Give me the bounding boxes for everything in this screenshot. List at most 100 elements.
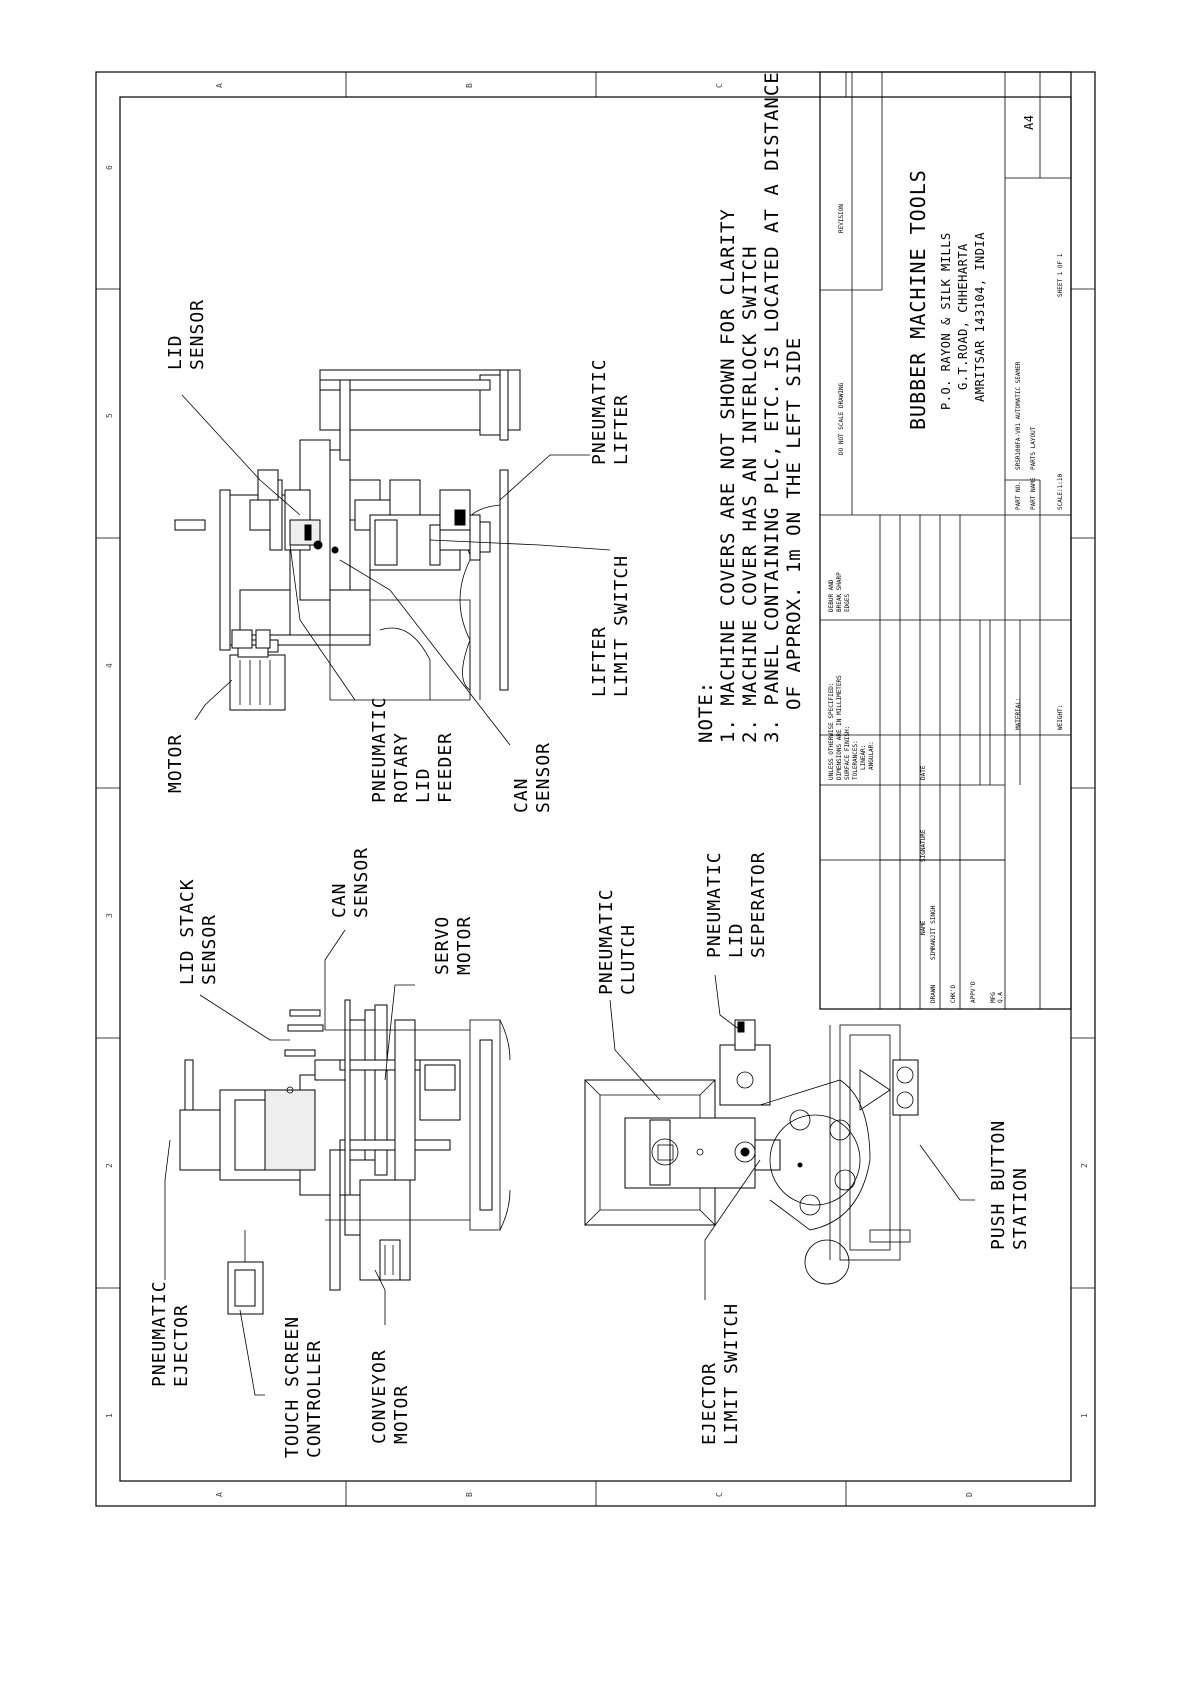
label-ejector-limit-switch: EJECTOR LIMIT SWITCH	[699, 1303, 742, 1445]
svg-text:PNEUMATIC: PNEUMATIC	[704, 851, 725, 958]
sheet-label: SHEET 1 OF 1	[1057, 253, 1064, 297]
zone-letter-c-bottom: C	[715, 1492, 724, 1497]
tolerance-text-6: ANGULAR:	[868, 741, 875, 770]
svg-text:STATION: STATION	[1010, 1167, 1031, 1250]
svg-text:MOTOR: MOTOR	[391, 1385, 412, 1444]
label-pneumatic-clutch: PNEUMATIC CLUTCH	[596, 888, 639, 995]
tolerance-text-4: TOLERANCES:	[852, 740, 859, 780]
svg-text:LIMIT SWITCH: LIMIT SWITCH	[611, 555, 632, 697]
svg-text:LIFTER: LIFTER	[589, 626, 610, 697]
svg-text:SEPERATOR: SEPERATOR	[748, 851, 769, 958]
col-header-signature: SIGNATURE	[920, 829, 927, 862]
col-header-name: NAME	[920, 920, 927, 935]
tolerance-text-5: LINEAR:	[860, 745, 867, 770]
svg-text:PUSH BUTTON: PUSH BUTTON	[988, 1120, 1009, 1250]
svg-text:SENSOR: SENSOR	[187, 299, 208, 370]
zone-number-5: 5	[105, 413, 114, 418]
svg-text:CAN: CAN	[511, 777, 532, 813]
svg-text:CAN: CAN	[329, 882, 350, 918]
zone-letter-d-bottom: D	[965, 1492, 974, 1497]
svg-text:CONTROLLER: CONTROLLER	[304, 1340, 325, 1458]
part-name-value: PARTS LAYOUT	[1030, 426, 1037, 470]
note-line-3: 3. PANEL CONTAINING PLC, ETC. IS LOCATED…	[761, 71, 783, 743]
sheet-size: A4	[1022, 115, 1036, 130]
company-name: BUBBER MACHINE TOOLS	[906, 169, 930, 430]
zone-number-2: 2	[105, 1163, 114, 1168]
label-can-sensor-front: CAN SENSOR	[329, 847, 372, 918]
finish-text-2: BREAK SHARP	[836, 572, 843, 612]
zone-letter-a-top: A	[215, 83, 224, 88]
zone-letter-b-bottom: B	[465, 1492, 474, 1497]
drawn-by: SIMRANJIT SINGH	[930, 905, 937, 960]
label-lid-sensor: LID SENSOR	[165, 299, 208, 370]
label-touch-screen-controller: TOUCH SCREEN CONTROLLER	[282, 1316, 325, 1458]
weight-label: WEIGHT:	[1057, 705, 1064, 730]
svg-text:MOTOR: MOTOR	[165, 734, 186, 793]
note-line-4: OF APPROX. 1m ON THE LEFT SIDE	[783, 337, 805, 710]
svg-text:CLUTCH: CLUTCH	[618, 924, 639, 995]
svg-text:LID: LID	[165, 334, 186, 370]
svg-text:SERVO: SERVO	[432, 916, 453, 975]
svg-text:EJECTOR: EJECTOR	[171, 1304, 192, 1387]
tolerance-text-2: DIMENSIONS ARE IN MILLIMETERS	[836, 675, 843, 780]
finish-text-1: DEBUR AND	[828, 579, 835, 612]
col-header-date: DATE	[920, 765, 927, 780]
row-mfg: MFG	[990, 992, 997, 1003]
svg-text:PNEUMATIC: PNEUMATIC	[369, 696, 390, 803]
row-approved: APPV'D	[970, 981, 977, 1003]
svg-text:EJECTOR: EJECTOR	[699, 1362, 720, 1445]
row-qa: Q.A	[997, 992, 1004, 1003]
zone-letter-b-top: B	[465, 83, 474, 88]
company-address-1: P.O. RAYON & SILK MILLS	[939, 232, 953, 410]
zone-markers: A B C A B C D 6 5 4 3 2 1 2 1	[96, 72, 1095, 1506]
label-conveyor-motor: CONVEYOR MOTOR	[369, 1349, 412, 1444]
do-not-scale-label: DO NOT SCALE DRAWING	[838, 382, 845, 455]
svg-text:PNEUMATIC: PNEUMATIC	[589, 358, 610, 465]
svg-text:TOUCH SCREEN: TOUCH SCREEN	[282, 1316, 303, 1458]
label-can-sensor-top: CAN SENSOR	[511, 742, 554, 813]
callout-labels: MOTOR LID SENSOR PNEUMATIC ROTARY LID FE…	[149, 299, 1031, 1458]
part-no-value: SRSR100FA-V01 AUTOMATIC SEAMER	[1015, 361, 1022, 470]
zone-number-4: 4	[105, 663, 114, 668]
svg-text:LID: LID	[726, 922, 747, 958]
row-checked: CHK'D	[950, 985, 957, 1003]
outer-border	[95, 71, 1096, 1507]
svg-text:PNEUMATIC: PNEUMATIC	[596, 888, 617, 995]
label-lifter-limit-switch: LIFTER LIMIT SWITCH	[589, 555, 632, 697]
svg-text:MOTOR: MOTOR	[454, 916, 475, 975]
notes-heading: NOTE:	[695, 681, 717, 743]
company-address-2: G.T.ROAD, CHHEHARTA	[956, 243, 970, 390]
machine-side-view	[174, 369, 521, 711]
scale-label: SCALE:1:10	[1057, 473, 1064, 510]
tolerance-text-1: UNLESS OTHERWISE SPECIFIED:	[828, 682, 835, 780]
zone-number-1-right: 1	[1080, 1413, 1089, 1418]
part-no-label: PART NO.	[1015, 481, 1022, 510]
svg-text:SENSOR: SENSOR	[533, 742, 554, 813]
label-pneumatic-rotary-lid-feeder: PNEUMATIC ROTARY LID FEEDER	[369, 696, 456, 803]
finish-text-3: EDGES	[844, 594, 851, 612]
svg-text:PNEUMATIC: PNEUMATIC	[149, 1280, 170, 1387]
machine-front-view	[179, 999, 511, 1315]
part-name-label: PART NAME	[1030, 477, 1037, 510]
label-servo-motor: SERVO MOTOR	[432, 916, 475, 975]
label-pneumatic-lid-seperator: PNEUMATIC LID SEPERATOR	[704, 851, 769, 958]
svg-text:LID: LID	[413, 767, 434, 803]
zone-letter-a-bottom: A	[215, 1492, 224, 1497]
svg-text:LID STACK: LID STACK	[177, 878, 198, 985]
svg-text:ROTARY: ROTARY	[391, 732, 412, 803]
svg-text:LIMIT SWITCH: LIMIT SWITCH	[721, 1303, 742, 1445]
revision-label: REVISION	[838, 204, 845, 233]
zone-number-3: 3	[105, 913, 114, 918]
zone-number-1: 1	[105, 1413, 114, 1418]
label-push-button-station: PUSH BUTTON STATION	[988, 1120, 1031, 1250]
zone-number-2-right: 2	[1080, 1163, 1089, 1168]
label-pneumatic-ejector: PNEUMATIC EJECTOR	[149, 1280, 192, 1387]
machine-plan-view	[584, 1019, 919, 1285]
svg-text:LIFTER: LIFTER	[611, 394, 632, 465]
svg-text:SENSOR: SENSOR	[199, 914, 220, 985]
material-label: MATERIAL:	[1015, 697, 1022, 730]
row-drawn: DRAWN	[930, 985, 937, 1003]
title-block: REVISION DO NOT SCALE DRAWING A4 BUBBER …	[819, 71, 1072, 1010]
